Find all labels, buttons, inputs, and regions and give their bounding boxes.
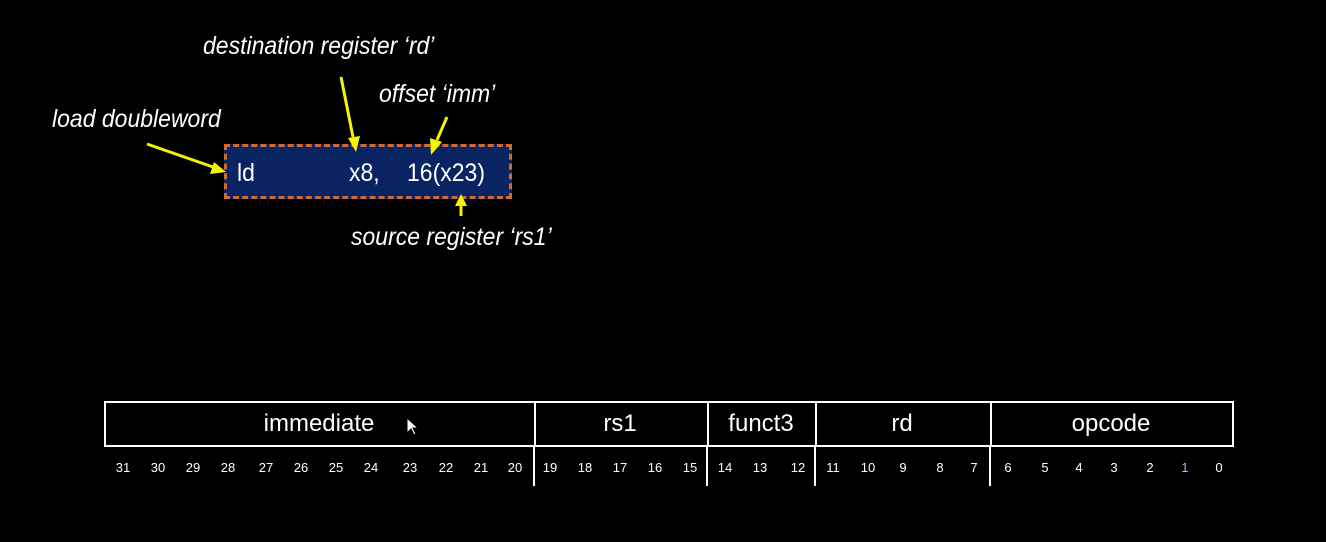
- bit-number: 30: [150, 460, 166, 475]
- load-doubleword-label: load doubleword: [52, 105, 221, 133]
- bit-number: 22: [438, 460, 454, 475]
- instruction-format-box: [104, 401, 1234, 447]
- instruction-box: ld x8, 16(x23): [224, 144, 512, 199]
- bit-number: 31: [115, 460, 131, 475]
- bit-number: 10: [860, 460, 876, 475]
- dest-register: x8,: [349, 159, 380, 187]
- mnemonic: ld: [237, 159, 255, 187]
- bit-number: 6: [1004, 460, 1012, 475]
- bit-number: 4: [1075, 460, 1083, 475]
- bit-number: 12: [790, 460, 806, 475]
- offset-arrow: [435, 116, 449, 141]
- bit-number: 28: [220, 460, 236, 475]
- bit-number: 13: [752, 460, 768, 475]
- field-divider: [707, 403, 709, 445]
- field-rs1: rs1: [603, 410, 637, 437]
- bit-number: 1: [1181, 460, 1189, 475]
- bit-number: 17: [612, 460, 628, 475]
- load-arrow: [146, 142, 214, 169]
- bit-number: 26: [293, 460, 309, 475]
- offset-label: offset ‘imm’: [379, 80, 496, 108]
- bit-number: 27: [258, 460, 274, 475]
- destination-arrow: [339, 76, 355, 138]
- field-opcode: opcode: [1071, 410, 1151, 437]
- bit-number: 14: [717, 460, 733, 475]
- mouse-cursor-icon: [406, 417, 420, 436]
- bit-number: 24: [363, 460, 379, 475]
- offset-operand: 16(x23): [407, 159, 485, 187]
- bit-number: 29: [185, 460, 201, 475]
- bit-number: 18: [577, 460, 593, 475]
- bit-number: 8: [936, 460, 944, 475]
- bit-number: 21: [473, 460, 489, 475]
- bit-number: 11: [826, 460, 840, 475]
- field-rd: rd: [891, 410, 913, 437]
- destination-register-label: destination register ‘rd’: [203, 32, 435, 60]
- bit-number: 20: [507, 460, 523, 475]
- field-divider: [534, 403, 536, 445]
- bit-number: 23: [402, 460, 418, 475]
- bit-number: 0: [1215, 460, 1223, 475]
- bit-number: 3: [1110, 460, 1118, 475]
- bit-number: 16: [647, 460, 663, 475]
- bit-number: 2: [1146, 460, 1154, 475]
- bit-number: 5: [1041, 460, 1049, 475]
- field-immediate: immediate: [263, 410, 375, 437]
- bit-number: 25: [328, 460, 344, 475]
- field-divider: [815, 403, 817, 445]
- field-divider: [990, 403, 992, 445]
- bit-number: 9: [899, 460, 907, 475]
- bit-number: 7: [970, 460, 978, 475]
- bit-number: 15: [682, 460, 698, 475]
- bit-number: 19: [542, 460, 558, 475]
- field-funct3: funct3: [728, 410, 794, 437]
- source-register-label: source register ‘rs1’: [351, 223, 552, 251]
